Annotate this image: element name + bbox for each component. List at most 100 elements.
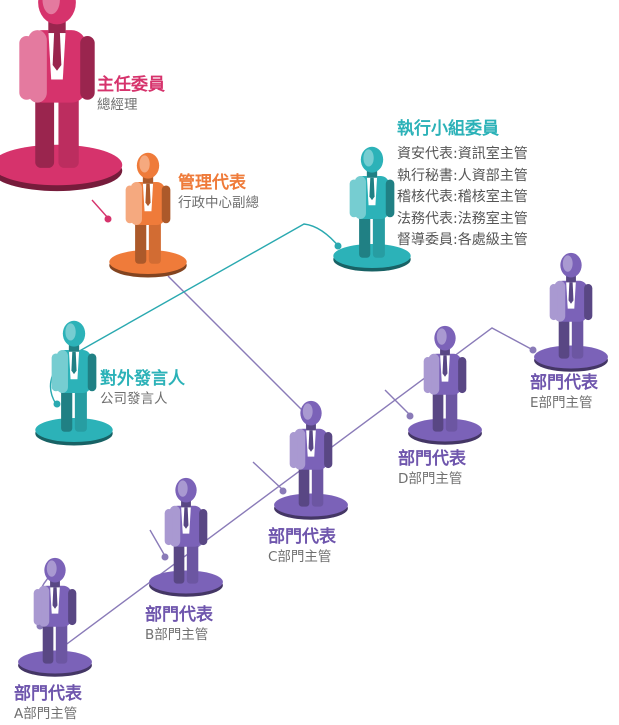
exec-member: 執行秘書:人資部主管 [397, 167, 528, 184]
exec-figure [333, 146, 411, 272]
dept-subtitle: D部門主管 [398, 471, 463, 487]
dept-d-figure [408, 325, 482, 445]
dept-title: 部門代表 [145, 605, 213, 625]
arm [324, 432, 333, 469]
leg [298, 465, 310, 507]
tie [145, 183, 151, 207]
tie [52, 33, 62, 71]
dept-subtitle: E部門主管 [530, 395, 593, 411]
arm [164, 509, 173, 546]
arm [458, 357, 467, 394]
arm [51, 353, 61, 392]
neck [68, 343, 80, 352]
tie [308, 430, 314, 452]
head-highlight [42, 0, 60, 15]
head-highlight [363, 149, 374, 167]
head-highlight [65, 323, 76, 341]
dept-label-a: 部門代表 A部門主管 [14, 683, 82, 724]
leg [173, 542, 185, 584]
manager-to-dept-line [167, 275, 313, 421]
head-highlight [46, 560, 57, 577]
tie [442, 355, 448, 377]
arm [199, 509, 208, 546]
dept-title: 部門代表 [268, 527, 336, 547]
leg [372, 214, 385, 258]
head-highlight [177, 480, 188, 497]
arm [19, 35, 34, 100]
chair-figure [0, 0, 123, 192]
dept-c-branch-line [252, 461, 284, 491]
tie [52, 587, 58, 609]
dept-e-figure [534, 252, 608, 372]
leg [74, 388, 87, 432]
neck [440, 347, 450, 356]
manager-label: 管理代表 行政中心副總 [178, 172, 259, 213]
arm [349, 179, 359, 218]
arm [289, 432, 298, 469]
arm [584, 284, 593, 321]
platform [35, 417, 113, 443]
platform [333, 243, 411, 269]
dept-label-b: 部門代表 B部門主管 [145, 604, 213, 645]
head-highlight [436, 328, 447, 345]
exec-to-spokesperson-line [59, 223, 341, 363]
leg [35, 95, 55, 168]
figures [0, 0, 608, 677]
manager-figure [109, 152, 187, 278]
exec-title: 執行小組委員 [397, 119, 499, 139]
platform [109, 249, 187, 275]
exec-member: 稽核代表:稽核室主管 [397, 189, 528, 205]
leg [359, 214, 371, 258]
connection-dot [53, 400, 61, 408]
connection-dot [161, 553, 169, 561]
neck [306, 422, 316, 431]
exec-member: 督導委員:各處級主管 [397, 232, 528, 248]
chair-to-manager-line [91, 199, 109, 219]
arm [68, 589, 77, 626]
platform [18, 650, 92, 674]
leg [311, 465, 324, 507]
department-backbone-line [51, 327, 534, 656]
spokesperson-figure [35, 320, 113, 446]
platform [408, 418, 482, 442]
leg [558, 317, 570, 359]
chair-label: 主任委員 總經理 [97, 74, 165, 115]
connection-dot [279, 487, 287, 495]
neck [50, 579, 60, 588]
arm [385, 179, 395, 218]
dept-d-branch-line [384, 389, 411, 416]
leg [571, 317, 584, 359]
dept-label-d: 部門代表 D部門主管 [398, 448, 466, 489]
dept-subtitle: B部門主管 [145, 627, 209, 643]
arm [33, 589, 42, 626]
dept-title: 部門代表 [398, 449, 466, 469]
leg [186, 542, 199, 584]
leg [432, 390, 444, 432]
leg [42, 622, 54, 664]
arm [423, 357, 432, 394]
dept-label-e: 部門代表 E部門主管 [530, 372, 598, 413]
arm [125, 185, 135, 224]
spokesperson-label: 對外發言人 公司發言人 [100, 368, 185, 409]
exec-label: 執行小組委員 資安代表:資訊室主管 執行秘書:人資部主管 稽核代表:稽核室主管 … [397, 118, 528, 252]
chair-subtitle: 總經理 [97, 97, 138, 113]
neck [566, 274, 576, 283]
exec-member: 資安代表:資訊室主管 [397, 146, 528, 162]
head-highlight [562, 255, 573, 272]
dept-subtitle: A部門主管 [14, 706, 78, 722]
tie [183, 507, 189, 529]
arm [80, 35, 95, 100]
neck [181, 499, 191, 508]
leg [135, 220, 147, 264]
chair-title: 主任委員 [97, 75, 165, 95]
manager-title: 管理代表 [178, 173, 246, 193]
neck [142, 175, 154, 184]
manager-subtitle: 行政中心副總 [178, 195, 259, 211]
platform [534, 345, 608, 369]
connection-dot [406, 412, 414, 420]
dept-b-figure [149, 477, 223, 597]
neck [366, 169, 378, 178]
leg [148, 220, 161, 264]
spokesperson-subtitle: 公司發言人 [100, 391, 168, 407]
platform [274, 493, 348, 517]
